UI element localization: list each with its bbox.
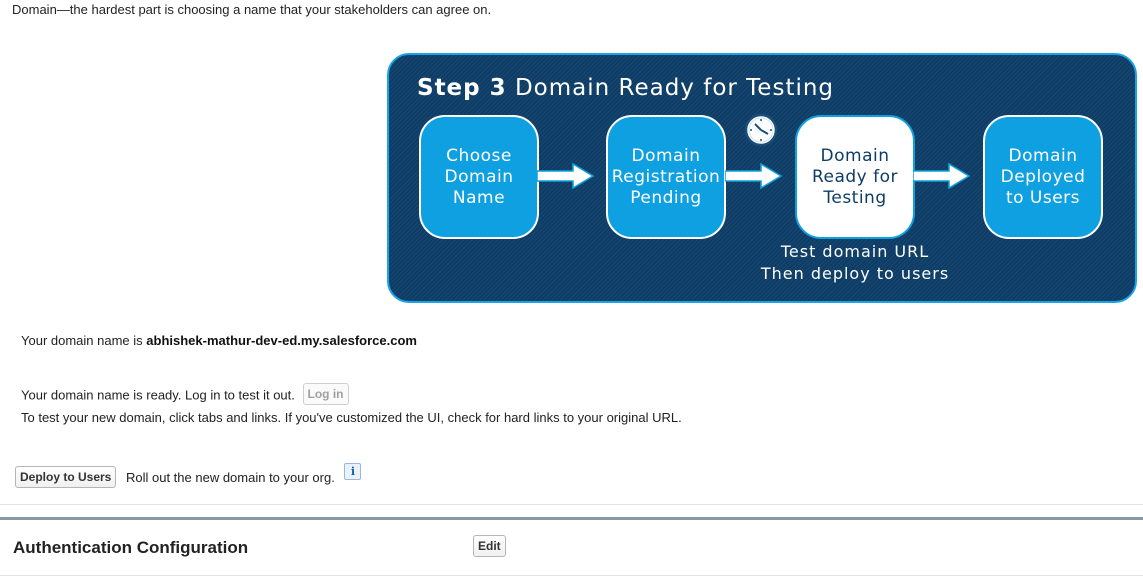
deploy-to-users-button[interactable]: Deploy to Users xyxy=(15,466,117,488)
intro-text: Domain—the hardest part is choosing a na… xyxy=(12,2,492,17)
test-instructions: To test your new domain, click tabs and … xyxy=(21,410,682,425)
info-icon[interactable]: i xyxy=(344,463,362,480)
section-divider xyxy=(0,517,1143,520)
step-domain-ready-for-testing: Domain Ready for Testing xyxy=(795,115,915,239)
diagram-note: Test domain URL Then deploy to users xyxy=(760,242,950,283)
divider xyxy=(0,504,1143,505)
step-domain-deployed-to-users: Domain Deployed to Users xyxy=(983,115,1103,239)
arrow-right-icon xyxy=(537,162,595,190)
deploy-row: Deploy to Users Roll out the new domain … xyxy=(15,463,362,488)
ready-text: Your domain name is ready. Log in to tes… xyxy=(21,387,295,403)
arrow-right-icon xyxy=(725,162,783,190)
section-title: Authentication Configuration xyxy=(13,538,249,557)
domain-prefix: Your domain name is xyxy=(21,333,143,348)
edit-button[interactable]: Edit xyxy=(473,535,506,557)
diagram-title: Step 3 Domain Ready for Testing xyxy=(417,75,834,101)
domain-name-line: Your domain name is abhishek-mathur-dev-… xyxy=(21,333,417,348)
ready-line: Your domain name is ready. Log in to tes… xyxy=(21,383,349,407)
step-label: Step 3 xyxy=(417,75,507,101)
step-title: Domain Ready for Testing xyxy=(514,75,835,101)
domain-steps-diagram: Step 3 Domain Ready for Testing Choose D… xyxy=(387,53,1137,303)
authentication-configuration-section: Authentication Configuration Edit xyxy=(0,520,1143,576)
log-in-button[interactable]: Log in xyxy=(302,383,349,405)
deploy-description: Roll out the new domain to your org. xyxy=(125,470,335,486)
domain-name-value: abhishek-mathur-dev-ed.my.salesforce.com xyxy=(146,333,417,348)
step-domain-registration-pending: Domain Registration Pending xyxy=(606,115,726,239)
arrow-right-icon xyxy=(913,162,971,190)
divider xyxy=(0,575,1143,576)
clock-icon xyxy=(744,113,778,147)
step-choose-domain-name: Choose Domain Name xyxy=(419,115,539,239)
